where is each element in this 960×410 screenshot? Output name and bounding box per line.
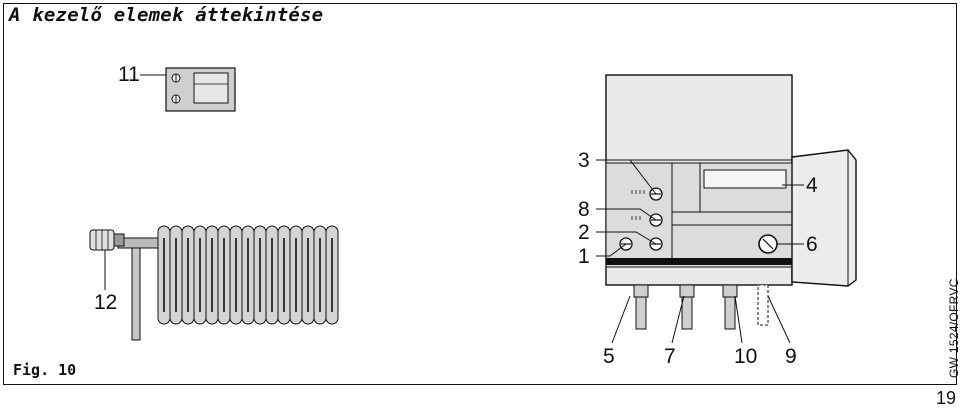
room-thermostat: [165, 67, 236, 112]
figure-label: Fig. 10: [13, 361, 77, 379]
callout-5: 5: [603, 345, 615, 368]
callout-7: 7: [664, 345, 676, 368]
callout-11: 11: [118, 63, 140, 86]
callout-4: 4: [806, 174, 818, 197]
callout-3: 3: [578, 149, 590, 172]
page-title: A kezelő elemek áttekintése: [9, 4, 324, 26]
boiler-unit: [605, 74, 857, 330]
page-number: 19: [936, 388, 957, 408]
figure-frame: [3, 3, 957, 385]
callout-6: 6: [806, 233, 818, 256]
callout-9: 9: [785, 345, 797, 368]
callout-leaders: [596, 159, 804, 344]
callout-10: 10: [734, 345, 758, 368]
callout-2: 2: [578, 221, 590, 244]
radiator: [89, 225, 339, 341]
callout-1: 1: [578, 245, 590, 268]
callout-12: 12: [94, 291, 118, 314]
callout-8: 8: [578, 198, 590, 221]
